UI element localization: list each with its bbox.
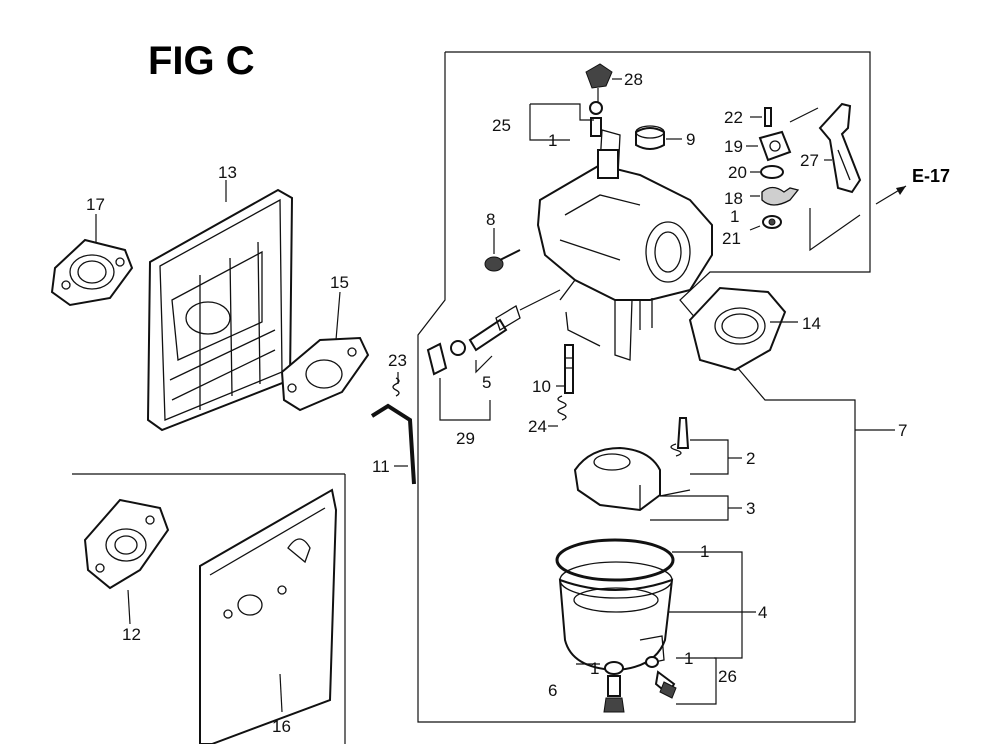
callout-labels: 28 25 1 9 22 19 20 27 18 1 21 8 13 17 15…	[86, 70, 907, 736]
part-15-gasket	[280, 291, 370, 412]
part-13-insulator-plate	[146, 180, 294, 432]
part-28-knob	[585, 63, 622, 102]
callout-24: 24	[528, 417, 547, 436]
callout-29: 29	[456, 429, 475, 448]
part-12-gasket	[83, 498, 170, 625]
part-4-float-bowl	[555, 538, 756, 672]
callout-23: 23	[388, 351, 407, 370]
callout-1: 1	[548, 131, 557, 150]
right-fastener-stack	[746, 107, 800, 231]
figure-title: FIG C	[148, 39, 255, 83]
reference-label: E-17	[912, 166, 950, 186]
callout-11: 11	[372, 457, 390, 476]
part-10-needle	[556, 311, 601, 394]
callout-3: 3	[746, 499, 755, 518]
part-5-idle-screw	[426, 289, 561, 421]
callout-16: 16	[272, 717, 291, 736]
assembly-boundary	[417, 51, 895, 723]
callout-5: 5	[482, 373, 491, 392]
callout-28: 28	[624, 70, 643, 89]
callout-17: 17	[86, 195, 105, 214]
part-17-gasket	[50, 214, 134, 307]
callout-20: 20	[728, 163, 747, 182]
part-11-rod	[370, 403, 416, 485]
part-14-gasket	[688, 286, 798, 372]
callout-22: 22	[724, 108, 743, 127]
part-27-choke-lever	[789, 102, 862, 252]
part-8-screw	[484, 228, 521, 272]
callout-19: 19	[724, 137, 743, 156]
part-26-drain-screw	[645, 656, 717, 705]
callout-1: 1	[700, 542, 709, 561]
part-3-float	[573, 446, 742, 521]
callout-12: 12	[122, 625, 141, 644]
callout-15: 15	[330, 273, 349, 292]
callout-9: 9	[686, 130, 695, 149]
callout-1: 1	[730, 207, 739, 226]
callout-1: 1	[684, 649, 693, 668]
part-2-needle-valve	[670, 417, 742, 475]
callout-10: 10	[532, 377, 551, 396]
part-24-spring	[548, 395, 567, 427]
callout-21: 21	[722, 229, 741, 248]
callout-26: 26	[718, 667, 737, 686]
part-25-screw	[529, 101, 603, 141]
callout-14: 14	[802, 314, 821, 333]
callout-18: 18	[724, 189, 743, 208]
part-9-cap	[635, 125, 682, 150]
callout-13: 13	[218, 163, 237, 182]
part-23-spring	[392, 372, 400, 397]
callout-1: 1	[590, 659, 599, 678]
callout-25: 25	[492, 116, 511, 135]
reference-arrow: E-17	[875, 166, 950, 205]
callout-7: 7	[898, 421, 907, 440]
callout-2: 2	[746, 449, 755, 468]
callout-8: 8	[486, 210, 495, 229]
callout-4: 4	[758, 603, 767, 622]
callout-27: 27	[800, 151, 819, 170]
part-16-plate	[199, 488, 338, 744]
callout-6: 6	[548, 681, 557, 700]
section-divider	[72, 473, 346, 744]
part-6-bolt	[576, 661, 625, 713]
carburetor-body	[536, 129, 713, 361]
